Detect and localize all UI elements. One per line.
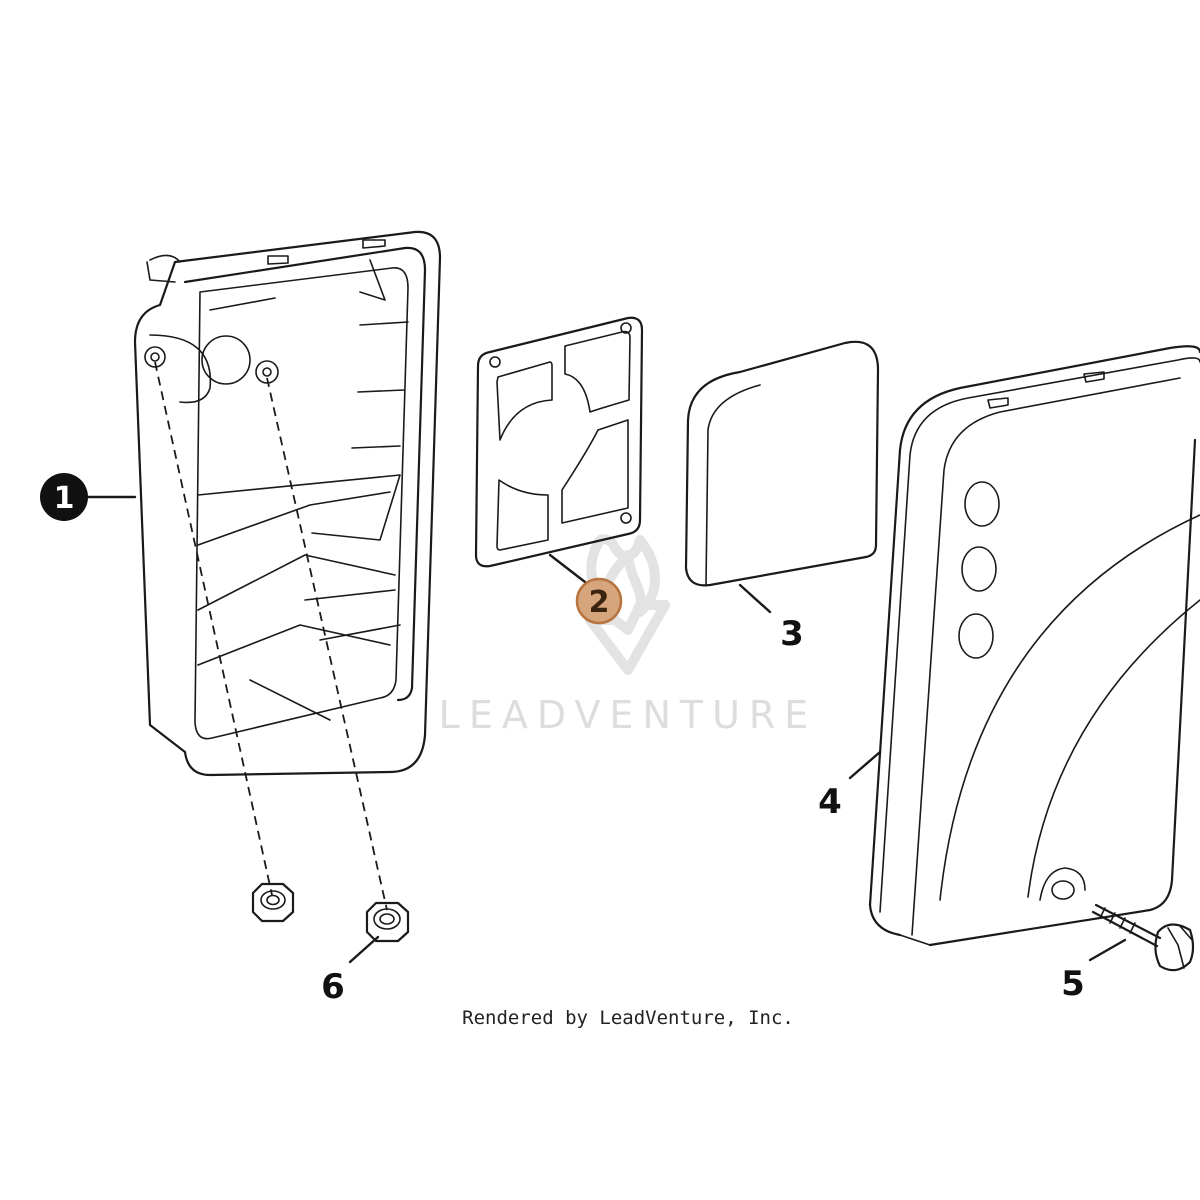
stud-line-left <box>154 361 273 896</box>
callout-2-badge <box>575 577 623 625</box>
part-4-air-cleaner-cover <box>868 345 1200 947</box>
callout-4-label: 4 <box>818 782 842 822</box>
leader-3 <box>738 583 772 614</box>
leader-5 <box>1088 938 1127 962</box>
callout-3-label: 3 <box>780 614 804 654</box>
part-6-nut-left <box>251 882 295 923</box>
callout-2-label: 2 <box>589 585 610 620</box>
part-1-air-cleaner-base <box>133 230 442 777</box>
callout-5-label: 5 <box>1061 964 1085 1004</box>
callout-1[interactable]: 1 <box>40 473 88 521</box>
callout-4[interactable]: 4 <box>818 782 842 822</box>
callout-1-label: 1 <box>54 481 75 516</box>
part-6-nut-right <box>365 901 410 943</box>
watermark-text: LEADVENTURE <box>439 693 818 737</box>
credit-text: Rendered by LeadVenture, Inc. <box>462 1007 794 1029</box>
part-3-pre-cleaner <box>684 340 880 587</box>
callout-6[interactable]: 6 <box>321 967 345 1007</box>
part-2-gasket <box>474 316 644 568</box>
leader-6 <box>348 935 380 964</box>
callout-3[interactable]: 3 <box>780 614 804 654</box>
callout-1-badge <box>40 473 88 521</box>
leader-4 <box>848 750 882 780</box>
stud-line-right <box>266 377 388 911</box>
callout-5[interactable]: 5 <box>1061 964 1085 1004</box>
leader-2 <box>548 553 587 584</box>
callout-2[interactable]: 2 <box>575 577 623 625</box>
callout-6-label: 6 <box>321 967 345 1007</box>
leadventure-watermark: LEADVENTURE <box>439 534 818 737</box>
part-5-cover-screw <box>1091 903 1195 972</box>
